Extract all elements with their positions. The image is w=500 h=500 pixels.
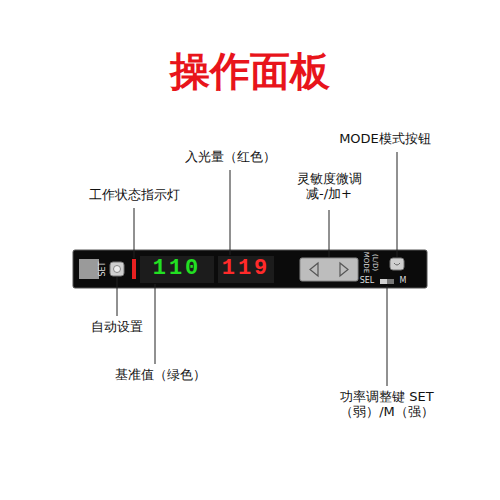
sel-text: SEL: [360, 277, 375, 285]
light-intensity-label: 入光量（红色）: [185, 150, 276, 165]
leader-line: [329, 210, 330, 257]
status-indicator: [132, 259, 136, 279]
reference-value: 110: [153, 258, 202, 280]
leader-line: [230, 170, 231, 255]
set-pad: [79, 259, 99, 279]
power-switch-slider: [387, 279, 394, 284]
power-key-label: 功率调整键 SET（弱）/M（强）: [320, 390, 454, 420]
reference-value-label: 基准值（绿色）: [115, 368, 206, 383]
auto-set-label: 自动设置: [91, 320, 143, 335]
mode-subtext: (L/D): [372, 253, 379, 270]
sensitivity-button: [300, 258, 358, 281]
mode-text: MODE: [363, 251, 370, 272]
leader-line: [117, 277, 118, 316]
red-display: [218, 256, 274, 283]
panel-housing: [73, 250, 427, 288]
set-button-cap: [114, 266, 121, 273]
set-button: [110, 262, 124, 276]
m-text: M: [400, 277, 407, 285]
light-intensity: 119: [222, 258, 271, 280]
set-text: SET: [99, 261, 107, 276]
page-title: 操作面板: [170, 48, 330, 94]
decrease-arrow: [310, 263, 318, 276]
sensor-panel: SET 110 119 MODE(L/D) SEL M: [73, 250, 427, 288]
green-display: [140, 256, 214, 283]
leader-line: [134, 208, 135, 258]
sensitivity-label: 灵敏度微调 减-/加+: [293, 172, 365, 202]
leader-line: [397, 152, 398, 257]
mode-button-label: MODE模式按钮: [339, 132, 431, 147]
mode-button: [390, 258, 404, 270]
status-light-label: 工作状态指示灯: [89, 188, 180, 203]
mode-button-mark: [394, 263, 400, 265]
leader-line: [155, 284, 156, 364]
power-switch: [380, 279, 394, 284]
leader-line: [387, 286, 388, 386]
increase-arrow: [340, 263, 348, 276]
